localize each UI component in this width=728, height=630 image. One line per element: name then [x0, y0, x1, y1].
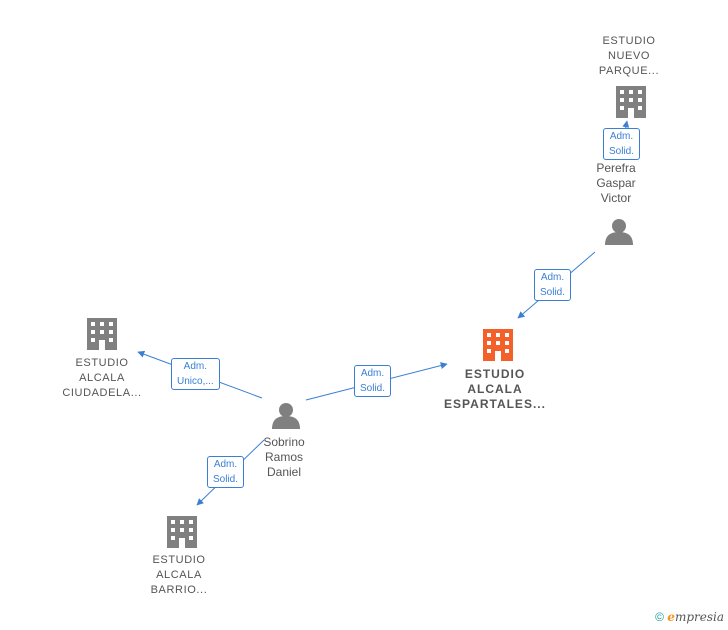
- label-line: ESTUDIO: [602, 35, 656, 47]
- person-label-sobrino[interactable]: Sobrino Ramos Daniel: [246, 435, 322, 480]
- company-label-ciudadela[interactable]: ESTUDIO ALCALA CIUDADELA...: [52, 356, 152, 401]
- edge-label-line: Solid.: [540, 287, 566, 298]
- edge-label-sobrino-ciudadela[interactable]: Adm. Unico,...: [171, 358, 220, 390]
- edge-label-line: Adm.: [213, 459, 238, 470]
- label-line: PARQUE...: [598, 65, 660, 77]
- label-line: CIUDADELA...: [62, 387, 142, 399]
- label-line: Victor: [600, 191, 632, 205]
- edge-label-perefra-focus[interactable]: Adm. Solid.: [534, 269, 572, 301]
- label-line: NUEVO: [607, 50, 651, 62]
- label-line: Ramos: [264, 450, 303, 464]
- person-icon[interactable]: [605, 219, 633, 245]
- label-line: Gaspar: [596, 176, 636, 190]
- edge-label-line: Solid.: [609, 146, 635, 157]
- empresia-watermark: © empresia: [655, 610, 724, 624]
- label-line: ESPARTALES...: [444, 397, 546, 411]
- edge-label-line: Adm.: [540, 272, 565, 283]
- label-line: Sobrino: [263, 435, 305, 449]
- brand-logo: empresia: [667, 610, 724, 624]
- label-line: ESTUDIO: [152, 554, 206, 566]
- label-line: BARRIO...: [150, 584, 208, 596]
- company-label-barrio[interactable]: ESTUDIO ALCALA BARRIO...: [139, 553, 219, 598]
- company-label-nuevo-parque[interactable]: ESTUDIO NUEVO PARQUE...: [589, 34, 669, 79]
- label-line: ALCALA: [156, 569, 202, 581]
- edge-label-line: Adm.: [609, 131, 634, 142]
- person-label-perefra[interactable]: Perefra Gaspar Victor: [580, 161, 652, 206]
- building-icon[interactable]: [87, 318, 117, 350]
- person-icon[interactable]: [272, 403, 300, 429]
- edge-label-line: Adm.: [183, 361, 208, 372]
- edge-label-sobrino-barrio[interactable]: Adm. Solid.: [207, 456, 245, 488]
- label-line: Daniel: [266, 465, 302, 479]
- edge-label-line: Solid.: [213, 474, 239, 485]
- label-line: ESTUDIO: [464, 367, 526, 381]
- edges: [137, 120, 630, 506]
- company-label-focus[interactable]: ESTUDIO ALCALA ESPARTALES...: [435, 367, 555, 412]
- label-line: Perefra: [596, 161, 636, 175]
- building-icon[interactable]: [483, 329, 513, 361]
- copyright-icon: ©: [655, 610, 664, 624]
- edge-label-line: Solid.: [360, 383, 386, 394]
- building-icon[interactable]: [167, 516, 197, 548]
- edge-label-line: Unico,...: [177, 376, 214, 387]
- edge-label-perefra-nuevo[interactable]: Adm. Solid.: [603, 128, 641, 160]
- edge-label-sobrino-focus[interactable]: Adm. Solid.: [354, 365, 392, 397]
- label-line: ALCALA: [79, 372, 125, 384]
- edge-label-line: Adm.: [360, 368, 385, 379]
- label-line: ALCALA: [467, 382, 523, 396]
- building-icon[interactable]: [616, 86, 646, 118]
- label-line: ESTUDIO: [75, 357, 129, 369]
